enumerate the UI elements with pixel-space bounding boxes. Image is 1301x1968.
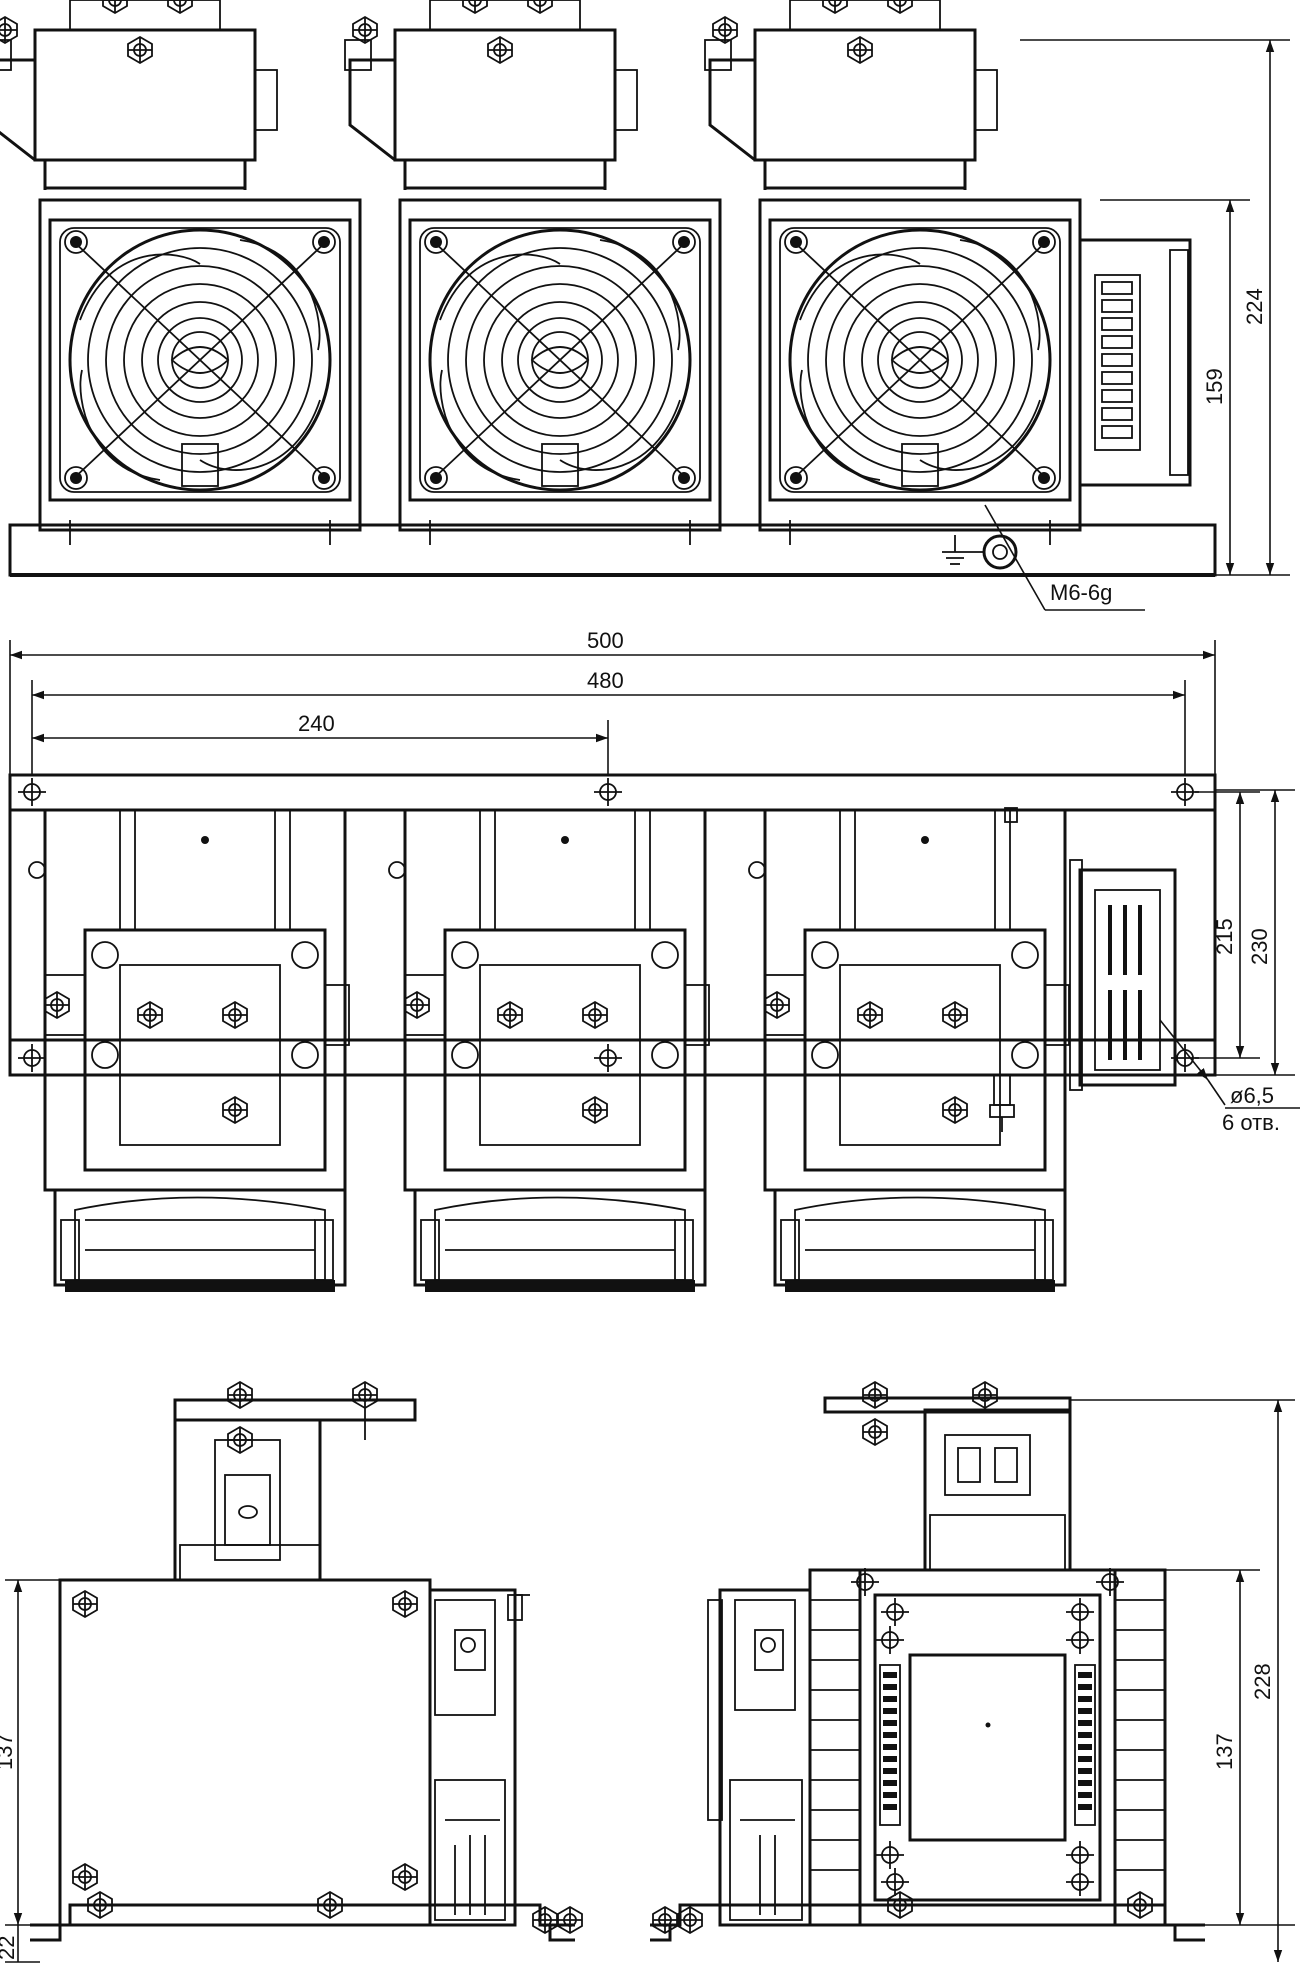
right-height-body: 137: [1212, 1733, 1237, 1770]
front-height-total: 224: [1242, 288, 1267, 325]
side-base-offset: 22: [0, 1936, 19, 1960]
left-side-view: 137 22: [0, 1381, 583, 1963]
terminal-block: [1078, 238, 1192, 487]
top-view: 500 480 240: [8, 628, 1300, 1292]
right-side-view: 137 228: [650, 1381, 1295, 1962]
hole-half-span: 240: [298, 711, 335, 736]
front-view: M6-6g 224 159: [0, 0, 1290, 611]
right-height-total: 228: [1250, 1663, 1275, 1700]
side-height-body: 137: [0, 1733, 17, 1770]
overall-width: 500: [587, 628, 624, 653]
hole-count: 6 отв.: [1222, 1110, 1280, 1135]
ground-symbol: [942, 534, 1018, 570]
hole-diameter: ø6,5: [1230, 1083, 1274, 1108]
front-height-body: 159: [1202, 368, 1227, 405]
hole-span: 480: [587, 668, 624, 693]
plate-height: 230: [1247, 928, 1272, 965]
terminal-block: [1069, 859, 1177, 1091]
thread-callout: M6-6g: [1050, 580, 1112, 605]
plate-hole-span: 215: [1212, 918, 1237, 955]
